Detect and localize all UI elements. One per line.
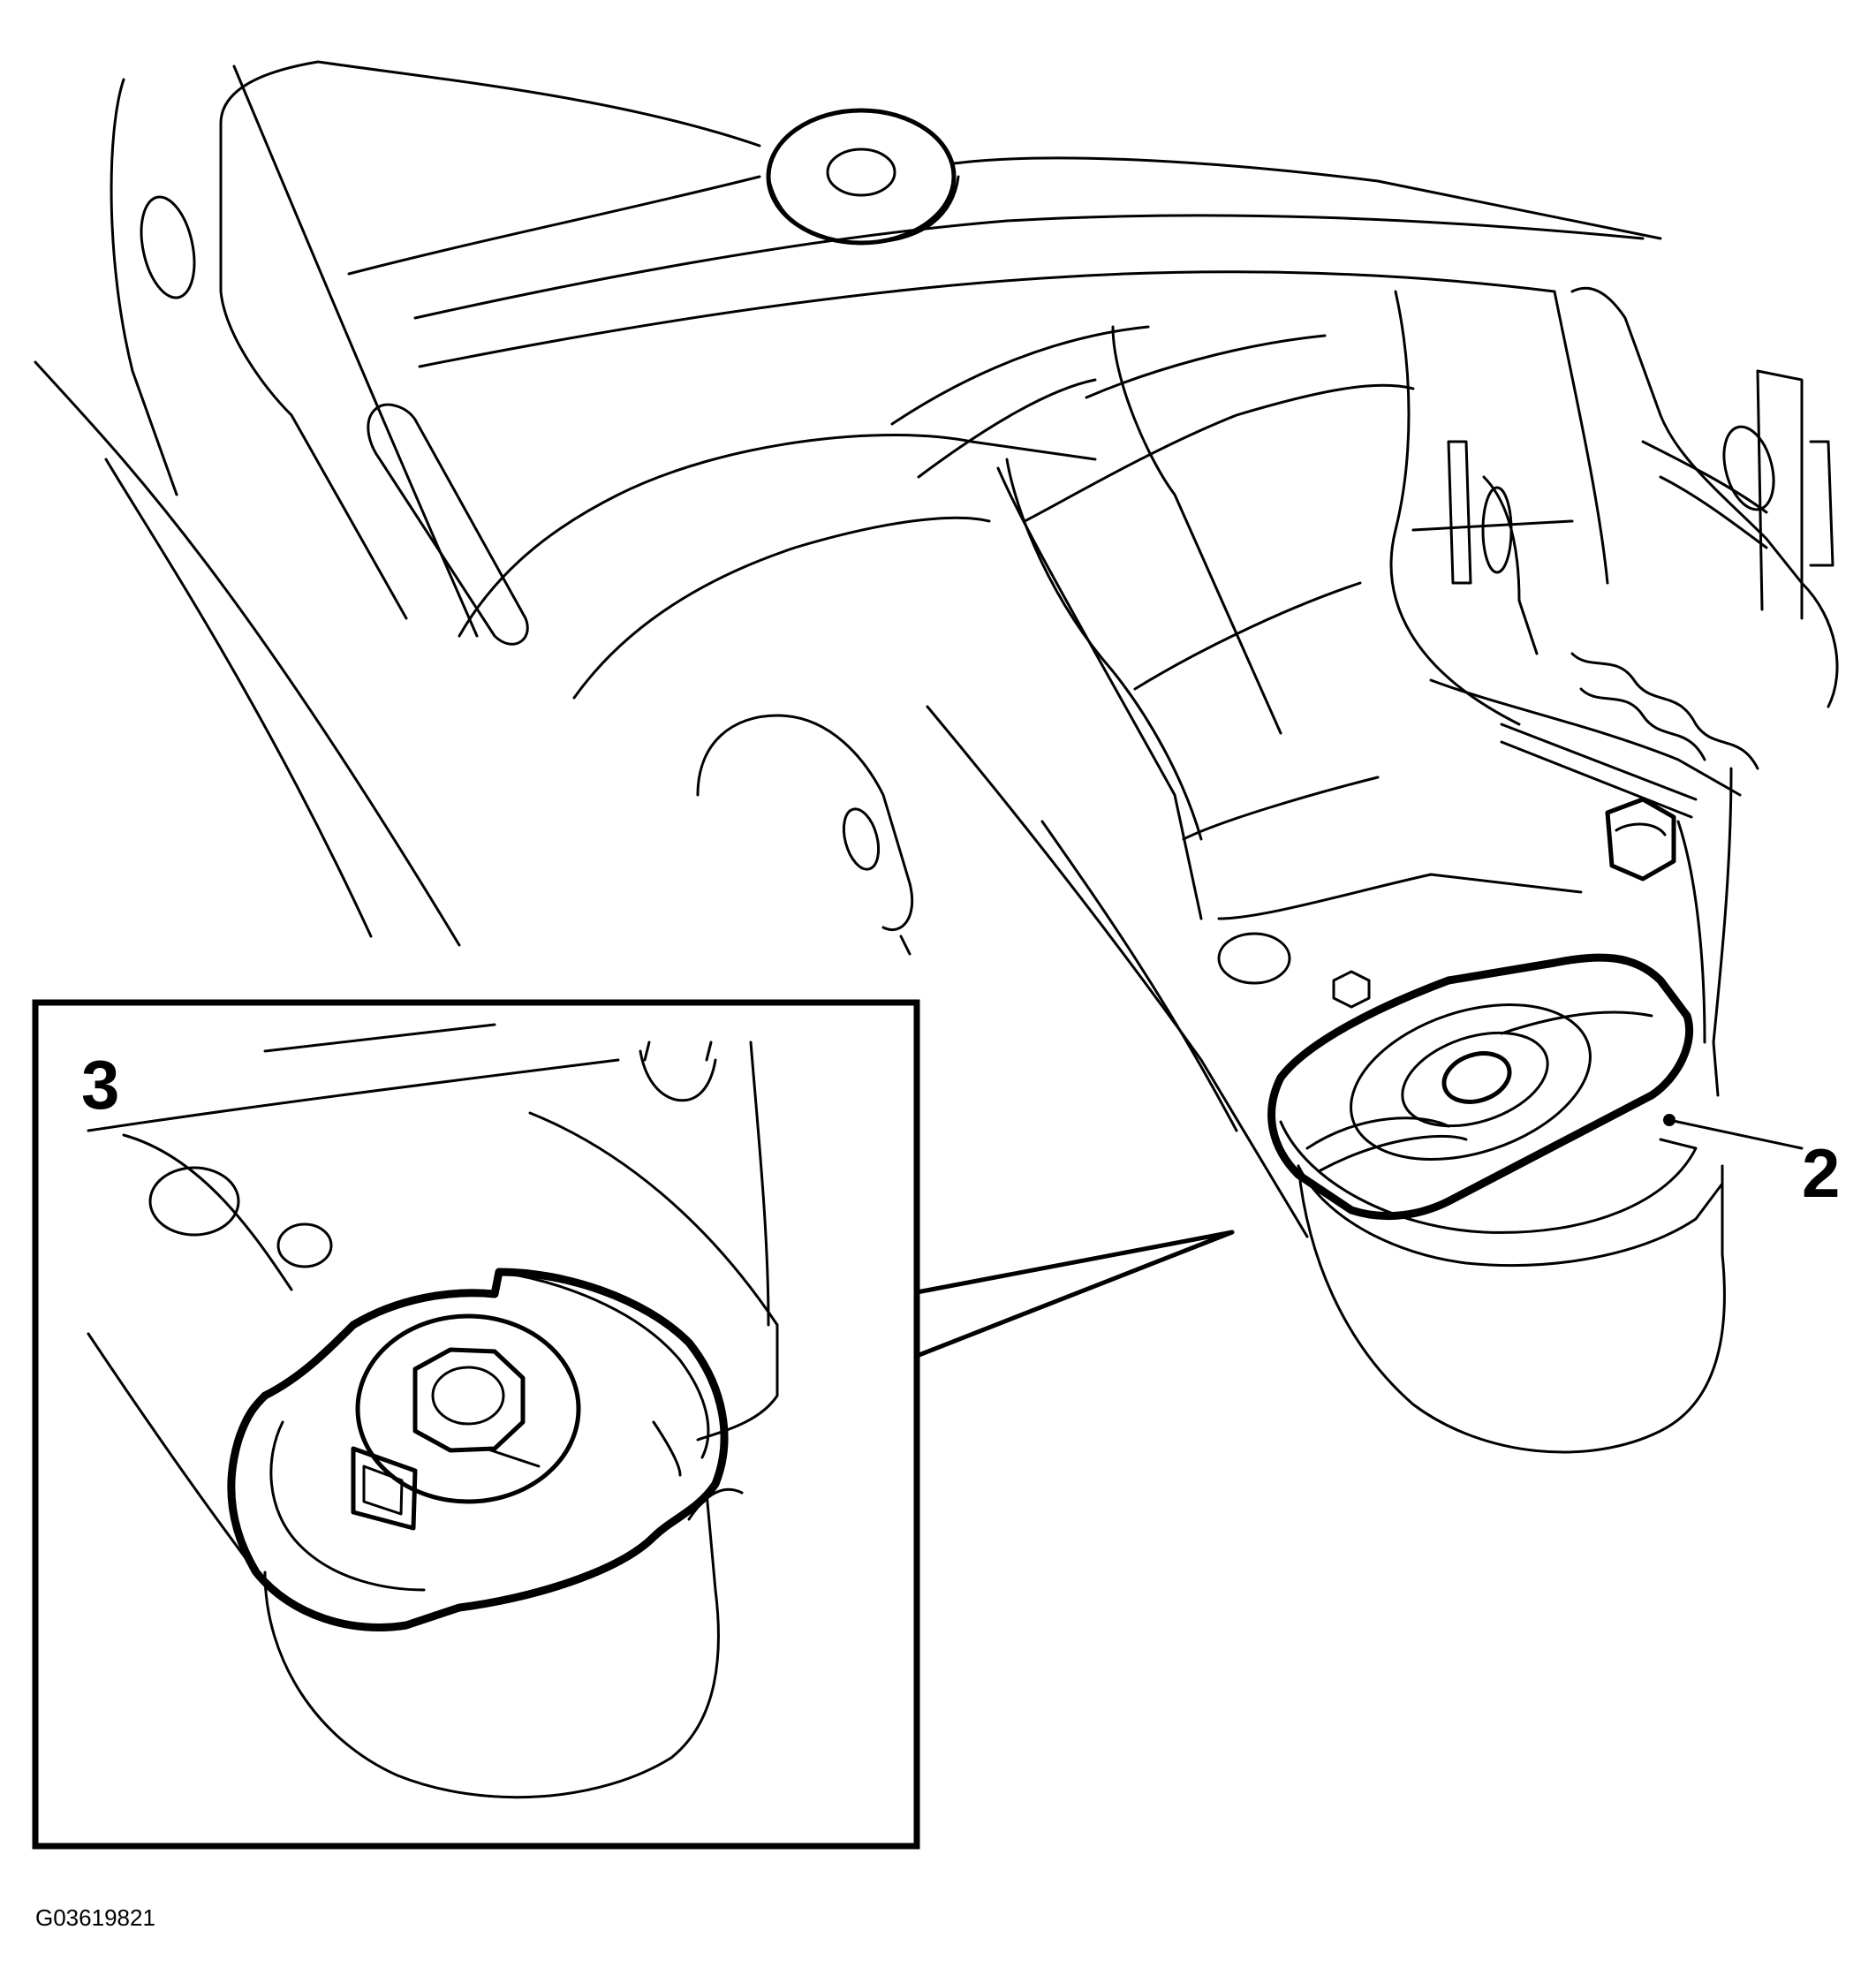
harness-clip-slot bbox=[1481, 486, 1513, 574]
bushing-main bbox=[1267, 953, 1726, 1454]
inset-detail: 3 bbox=[32, 999, 1235, 1850]
right-mount-hole bbox=[1722, 425, 1775, 511]
figure-id: G03619821 bbox=[35, 1904, 155, 1931]
callout-3-label: 3 bbox=[81, 1046, 119, 1124]
inset-bolt-head bbox=[431, 1366, 505, 1426]
left-mount-hole bbox=[140, 195, 196, 299]
callout-2: 2 bbox=[1663, 1114, 1840, 1212]
bushing-main-bore bbox=[1441, 1051, 1512, 1104]
inset-clip-tab bbox=[351, 1446, 418, 1531]
bushing-main-outer-ring bbox=[1350, 1003, 1592, 1162]
inset-washer bbox=[355, 1313, 581, 1504]
center-boss-hole bbox=[826, 148, 896, 197]
panel-hole-small bbox=[1332, 970, 1371, 1009]
inset-hole-small bbox=[276, 1222, 333, 1268]
inset-bolt-hex bbox=[412, 1347, 526, 1453]
right-bracket-clip bbox=[1809, 440, 1834, 567]
inset-hole-large bbox=[148, 1166, 240, 1237]
inset-pointer bbox=[914, 1230, 1235, 1359]
inset-retainer-outline bbox=[227, 1268, 729, 1631]
bushing-main-outline bbox=[1267, 953, 1694, 1220]
mounting-bolt bbox=[1605, 797, 1676, 882]
subframe-body bbox=[34, 60, 1839, 1238]
callout-2-label: 2 bbox=[1802, 1134, 1840, 1212]
bushing-main-inner-ring bbox=[1401, 1031, 1549, 1128]
callout-2-dot bbox=[1663, 1114, 1676, 1126]
callout-2-leader bbox=[1668, 1118, 1804, 1150]
panel-hole-large bbox=[1217, 932, 1291, 985]
arm-hole bbox=[842, 807, 881, 871]
left-rail-slot bbox=[367, 403, 529, 646]
harness-clip bbox=[1447, 440, 1472, 585]
